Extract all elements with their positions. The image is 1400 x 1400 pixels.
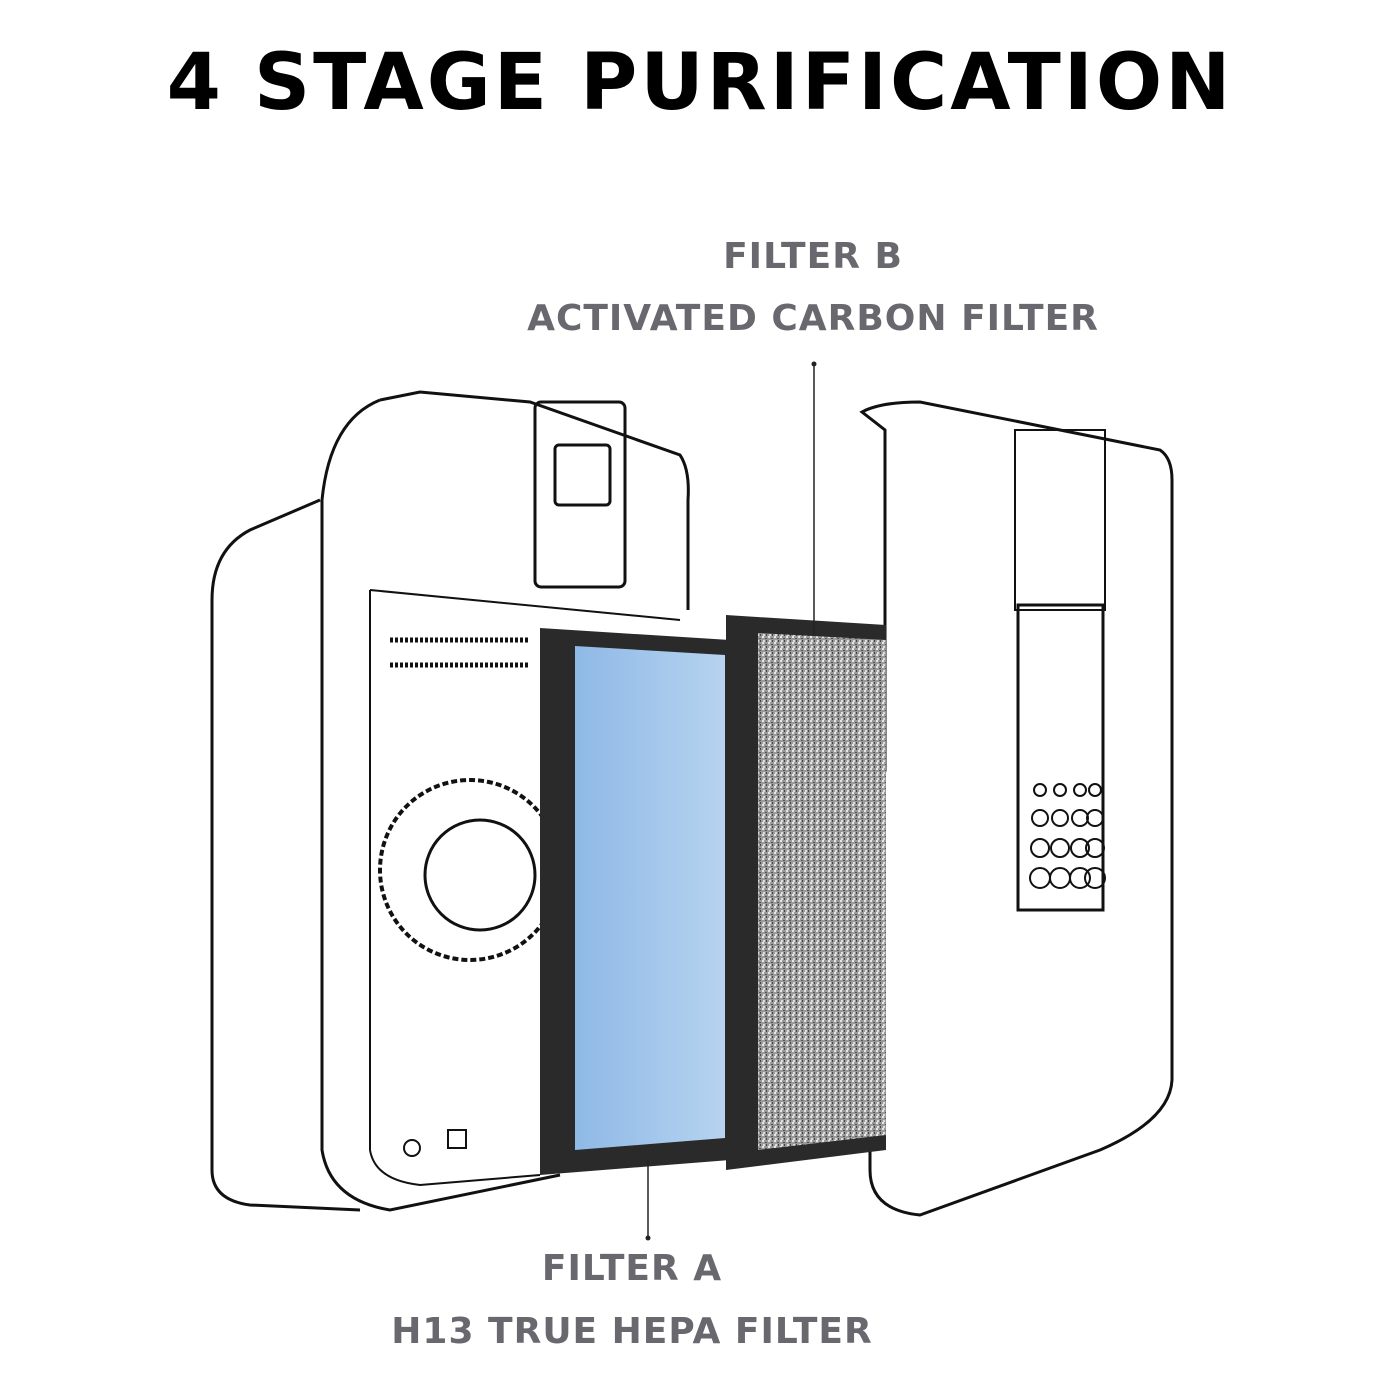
filter-b-name: FILTER B: [723, 236, 903, 277]
hepa-filter: [540, 628, 730, 1175]
page-title: 4 STAGE PURIFICATION: [166, 38, 1234, 128]
filter-a-type: H13 TRUE HEPA FILTER: [391, 1311, 873, 1352]
rear-panel: [859, 400, 1174, 1217]
filter-b-type: ACTIVATED CARBON FILTER: [527, 298, 1099, 339]
carbon-filter: [726, 615, 886, 1170]
filter-a-name: FILTER A: [541, 1248, 723, 1289]
